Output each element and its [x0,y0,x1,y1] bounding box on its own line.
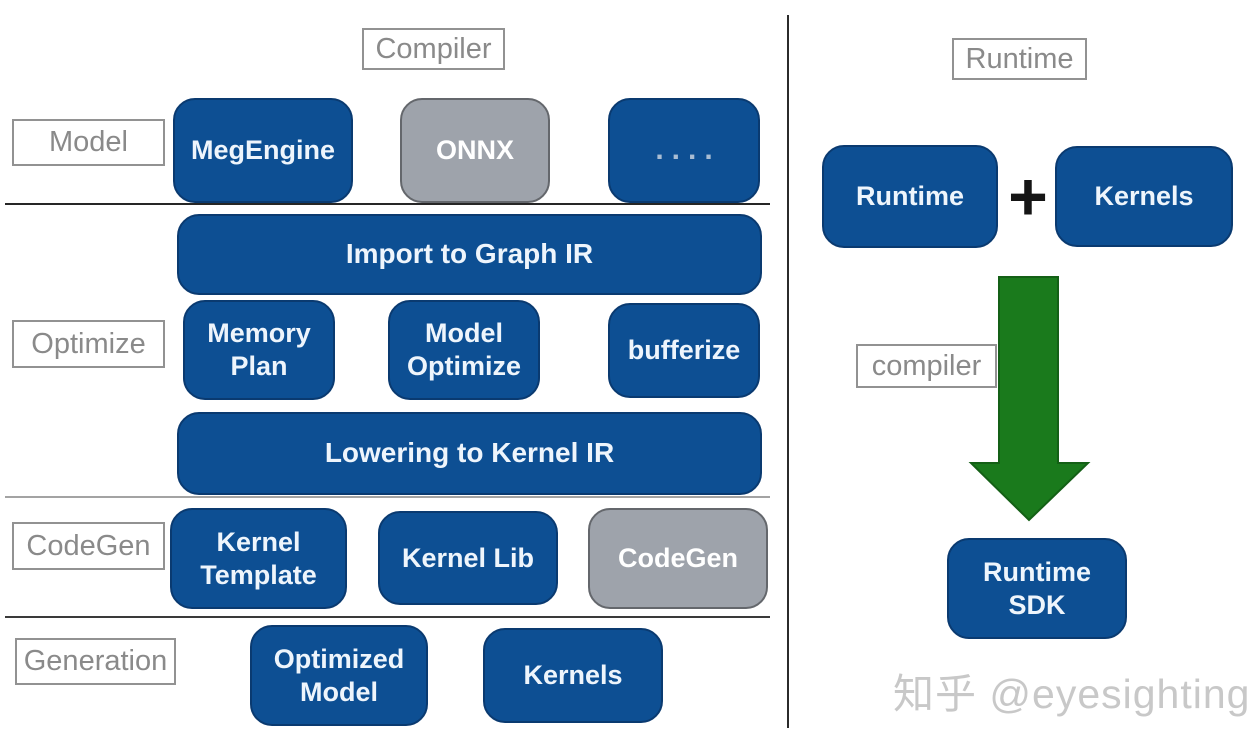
divider-model-optimize [5,203,770,205]
divider-codegen-generation [5,616,770,618]
runtime-section-title: Runtime [952,38,1087,80]
box-runtime-sdk: Runtime SDK [947,538,1127,639]
row-label-optimize: Optimize [12,320,165,368]
box-bufferize: bufferize [608,303,760,398]
box-kernels-runtime: Kernels [1055,146,1233,247]
box-lowering-to-kernel-ir: Lowering to Kernel IR [177,412,762,495]
box-megengine: MegEngine [173,98,353,203]
box-kernels-output: Kernels [483,628,663,723]
box-onnx: ONNX [400,98,550,203]
box-more-model-formats: .... [608,98,760,203]
plus-icon: + [1008,159,1048,235]
row-label-generation: Generation [15,638,176,685]
divider-optimize-codegen [5,496,770,498]
row-label-model: Model [12,119,165,166]
box-kernel-lib: Kernel Lib [378,511,558,605]
box-kernel-template: Kernel Template [170,508,347,609]
box-codegen: CodeGen [588,508,768,609]
compiler-section-title: Compiler [362,28,505,70]
box-memory-plan: Memory Plan [183,300,335,400]
box-import-to-graph-ir: Import to Graph IR [177,214,762,295]
divider-compiler-runtime [787,15,789,728]
watermark: 知乎 @eyesighting [893,671,1248,717]
compiler-arrow-label: compiler [856,344,997,388]
down-arrow-icon [968,276,1091,522]
box-runtime: Runtime [822,145,998,248]
box-model-optimize: Model Optimize [388,300,540,400]
box-optimized-model: Optimized Model [250,625,428,726]
row-label-codegen: CodeGen [12,522,165,570]
